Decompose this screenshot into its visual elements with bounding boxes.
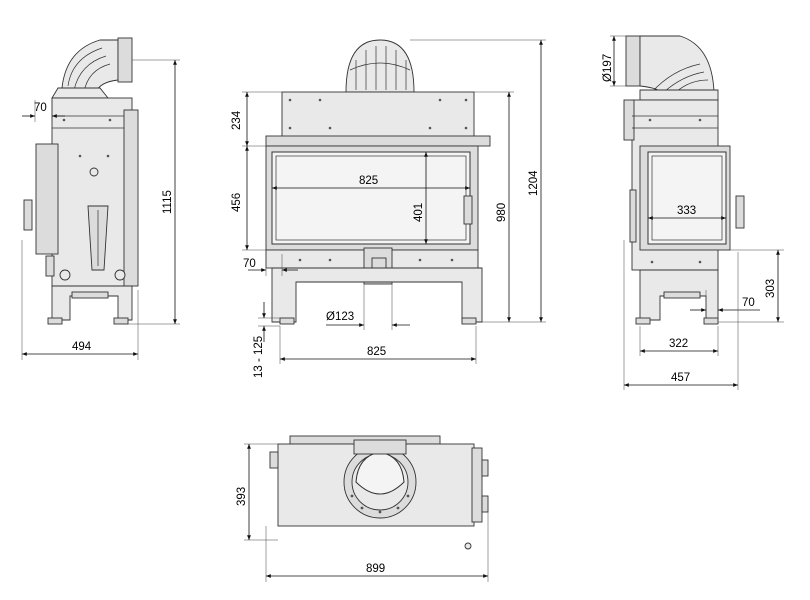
front-top-band: [281, 91, 475, 139]
right-glass: [647, 151, 727, 245]
svg-text:457: 457: [671, 372, 690, 384]
svg-text:393: 393: [236, 487, 248, 506]
front-dim-1204: 1204: [410, 39, 546, 323]
front-glass: [271, 151, 471, 245]
svg-text:13 - 125: 13 - 125: [253, 336, 265, 378]
right-side-view: Ø197 333 303 70 322: [602, 35, 784, 390]
svg-text:1204: 1204: [528, 170, 540, 196]
left-side-view: 70 1115 494: [21, 37, 180, 360]
right-dim-333: 333: [648, 205, 726, 220]
svg-text:333: 333: [677, 205, 696, 217]
left-dim-494: 494: [21, 240, 139, 360]
svg-text:70: 70: [34, 102, 47, 114]
left-dim-70: 70: [22, 100, 65, 122]
front-dim-70: 70: [243, 254, 298, 276]
front-flue-collar: [345, 39, 415, 93]
right-dim-flue-diameter: Ø197: [602, 35, 626, 87]
right-dim-70: 70: [690, 290, 760, 318]
front-view: 234 456 825 401 980 1204: [231, 39, 546, 378]
svg-text:899: 899: [366, 563, 385, 575]
right-flue-elbow: [625, 35, 719, 101]
svg-text:322: 322: [669, 338, 688, 350]
svg-text:980: 980: [496, 203, 508, 222]
top-dim-393: 393: [236, 443, 290, 541]
svg-text:825: 825: [359, 175, 378, 187]
svg-text:825: 825: [367, 346, 386, 358]
left-dim-1115: 1115: [128, 59, 180, 325]
front-dim-825-base: 825: [279, 326, 477, 364]
svg-text:Ø123: Ø123: [326, 311, 354, 323]
svg-text:70: 70: [243, 258, 256, 270]
front-dim-flue-diameter: Ø123: [326, 284, 410, 330]
right-dim-303: 303: [718, 249, 784, 323]
front-dim-234: 234: [231, 91, 282, 147]
front-dim-825-door: 825: [272, 175, 470, 190]
right-dim-457: 457: [623, 240, 739, 390]
top-view: 393 899: [236, 435, 489, 582]
left-flue-elbow: [51, 37, 133, 99]
front-dim-401: 401: [413, 152, 428, 244]
svg-text:Ø197: Ø197: [602, 54, 614, 82]
front-dim-980: 980: [474, 91, 514, 323]
svg-text:303: 303: [765, 279, 777, 298]
svg-text:1115: 1115: [162, 190, 174, 214]
front-dim-456: 456: [231, 146, 266, 251]
svg-text:401: 401: [413, 203, 425, 222]
svg-text:456: 456: [231, 193, 243, 212]
top-dim-899: 899: [265, 512, 489, 582]
front-dim-feet: 13 - 125: [253, 302, 280, 378]
svg-text:70: 70: [742, 297, 755, 309]
top-flue-collar: [343, 439, 417, 519]
svg-text:234: 234: [231, 110, 243, 130]
svg-text:494: 494: [72, 341, 92, 353]
right-dim-322: 322: [639, 326, 719, 356]
